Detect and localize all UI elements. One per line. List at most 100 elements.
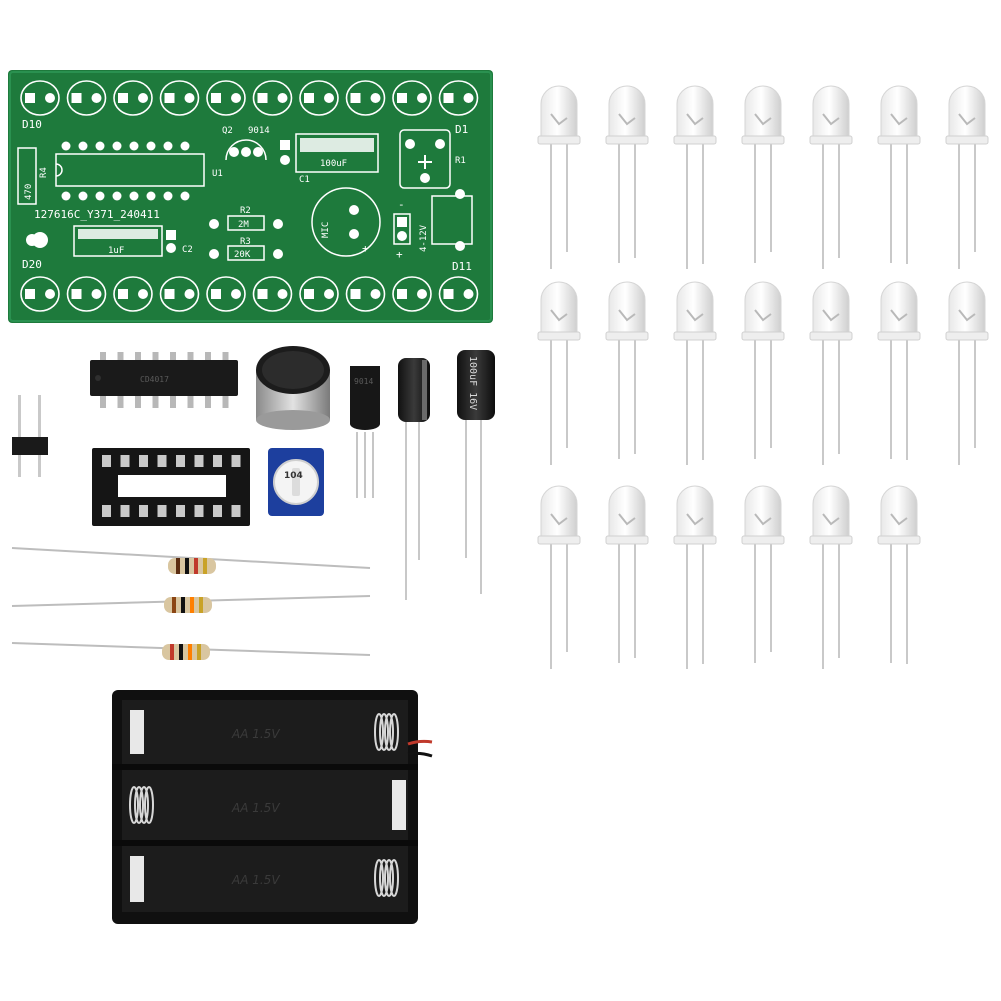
u1-pin — [180, 141, 190, 151]
label-r3-value: 20K — [234, 250, 251, 260]
pcb-top-led-pads — [20, 80, 479, 116]
battery-spring — [129, 786, 154, 824]
u1-pin — [61, 191, 71, 201]
svg-text:AA 1.5V: AA 1.5V — [231, 801, 280, 815]
label-c1: C1 — [299, 175, 310, 185]
ic-pin — [222, 394, 229, 408]
ic-pin — [135, 352, 141, 362]
led — [605, 85, 649, 263]
led-pad — [392, 276, 432, 312]
ic-pin — [152, 394, 159, 408]
resistor — [11, 547, 371, 574]
socket-hole — [176, 455, 185, 467]
label-minus: - — [398, 198, 405, 211]
r2-footprint: 2M R2 — [209, 206, 283, 231]
potentiometer: 104 — [268, 448, 324, 516]
u1-pin — [146, 141, 156, 151]
board-id: 127616C_Y371_240411 — [34, 208, 160, 221]
led-pad — [66, 276, 107, 312]
label-r2: R2 — [240, 206, 251, 216]
q2-footprint: Q2 9014 — [222, 126, 270, 161]
socket-hole — [102, 505, 111, 517]
led-pad — [66, 80, 107, 116]
led-pad — [392, 80, 432, 116]
microphone — [256, 346, 330, 430]
led — [877, 485, 921, 664]
led — [809, 85, 853, 269]
resistors — [11, 547, 371, 660]
u1-pin — [61, 141, 71, 151]
label-r3: R3 — [240, 237, 251, 247]
led-pad — [345, 276, 386, 312]
led — [605, 281, 649, 459]
led-pad — [159, 80, 200, 116]
socket-hole — [139, 505, 148, 517]
led-pad — [20, 276, 60, 312]
transistor: 9014 — [350, 366, 380, 498]
ic-pin — [205, 352, 211, 362]
socket-hole — [102, 455, 111, 467]
u1-pin — [78, 191, 88, 201]
label-d11: D11 — [452, 260, 472, 273]
socket-hole — [231, 455, 241, 467]
label-r4: R4 — [39, 167, 49, 178]
led-pad — [113, 80, 153, 116]
ic-pin — [117, 394, 124, 408]
led-pad — [299, 276, 339, 312]
label-r2-value: 2M — [238, 220, 249, 230]
label-mic: MIC — [321, 222, 331, 238]
label-q2: Q2 — [222, 126, 233, 136]
led — [673, 85, 717, 269]
led-pad — [438, 276, 479, 312]
ic-pin — [152, 352, 159, 362]
ic-pin — [222, 352, 229, 362]
resistor — [11, 595, 371, 613]
led — [537, 485, 581, 669]
pot-label: 104 — [284, 471, 303, 481]
u1-pin — [112, 141, 122, 151]
label-d20: D20 — [22, 258, 42, 271]
led-grid — [537, 85, 989, 669]
label-plus: + — [396, 248, 403, 261]
battery-holder: AA 1.5V AA 1.5V AA 1.5V — [112, 690, 433, 924]
ic-pin — [170, 394, 176, 408]
led-pad — [299, 80, 339, 116]
socket-hole — [194, 455, 204, 467]
ic-pin — [170, 352, 176, 362]
capacitor-1uf — [398, 358, 430, 600]
u1-pin — [146, 191, 156, 201]
label-d1: D1 — [455, 123, 468, 136]
led — [537, 85, 581, 269]
socket-hole — [231, 505, 241, 517]
pcb-bottom-led-pads — [20, 276, 479, 312]
socket-hole — [176, 505, 185, 517]
socket-hole — [157, 505, 167, 517]
u1-pin — [112, 191, 122, 201]
label-r4-value: 470 — [24, 184, 34, 200]
led — [877, 281, 921, 460]
socket-hole — [194, 505, 204, 517]
socket-hole — [120, 505, 130, 517]
pcb-board: D10 D1 D20 D11 470 R4 U1 127616C_Y371_24… — [8, 70, 493, 323]
ic-pin — [100, 394, 106, 408]
ic-socket — [92, 448, 250, 526]
led-pad — [206, 80, 246, 116]
ic-pin — [187, 352, 194, 362]
ic-pin — [205, 394, 211, 408]
led — [673, 281, 717, 465]
led — [945, 85, 989, 269]
ic-pin — [135, 394, 141, 408]
led — [741, 281, 785, 459]
label-u1: U1 — [212, 169, 223, 179]
pin-header — [12, 395, 48, 477]
u1-pin — [78, 141, 88, 151]
c2-footprint: 1uF C2 — [73, 225, 193, 257]
capacitor-100uf: 100uF 16V — [457, 350, 495, 594]
led-pad — [438, 80, 479, 116]
capacitor-label: 100uF 16V — [467, 356, 478, 410]
battery-spring — [374, 859, 399, 897]
led-pad — [113, 276, 153, 312]
led — [741, 85, 785, 263]
r4-footprint: 470 R4 — [17, 147, 49, 205]
